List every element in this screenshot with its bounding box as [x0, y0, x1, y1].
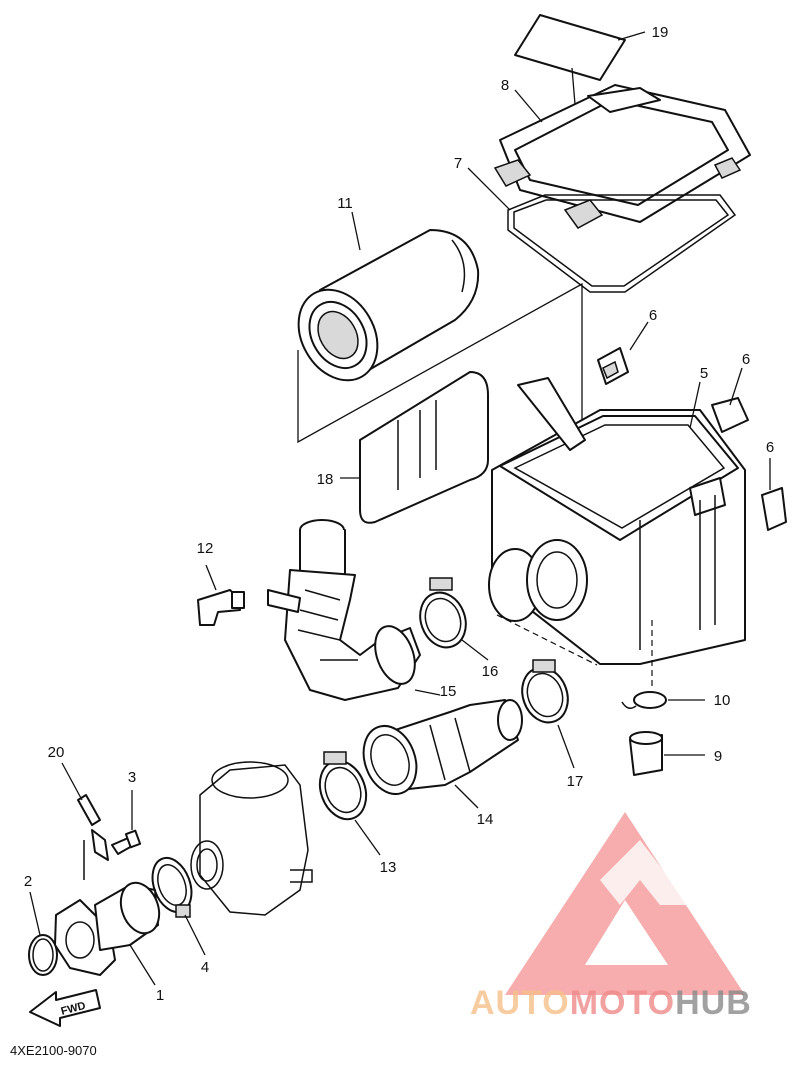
part-16-clamp: [419, 577, 489, 661]
part-14-joint: [362, 699, 523, 809]
callout-16: 16: [482, 663, 499, 680]
callout-7: 7: [454, 155, 462, 172]
watermark-logo: [505, 812, 745, 995]
part-6-clips: [597, 321, 787, 531]
part-17-clamp: [521, 659, 575, 769]
part-12-elbow: [197, 564, 245, 626]
callout-2: 2: [24, 873, 32, 890]
part-20-clip: [61, 762, 109, 880]
watermark-hub: HUB: [675, 984, 752, 1022]
part-18-guide: [340, 371, 489, 524]
callout-6c: 6: [766, 439, 774, 456]
watermark-text: AUTOMOTOHUB: [470, 984, 752, 1022]
part-13-clamp: [318, 751, 381, 856]
part-7-gasket: [467, 167, 737, 293]
fwd-arrow: FWD: [29, 989, 101, 1027]
watermark-auto: AUTO: [470, 984, 570, 1022]
callout-1: 1: [156, 987, 164, 1004]
callout-3: 3: [128, 769, 136, 786]
carburetor-body: [190, 761, 313, 916]
part-10-ring: [621, 691, 705, 709]
callout-13: 13: [380, 859, 397, 876]
watermark-moto: MOTO: [570, 984, 675, 1022]
callout-12: 12: [197, 540, 214, 557]
callout-14: 14: [477, 811, 494, 828]
part-3-screw: [111, 790, 142, 855]
part-8-cover: [493, 84, 751, 229]
callout-6a: 6: [649, 307, 657, 324]
part-15-duct: [267, 519, 441, 701]
part-11-filter: [297, 211, 480, 382]
part-2-oring: [28, 891, 58, 976]
callout-19: 19: [652, 24, 669, 41]
part-1-joint: [54, 881, 161, 986]
callout-17: 17: [567, 773, 584, 790]
callout-4: 4: [201, 959, 209, 976]
callout-10: 10: [714, 692, 731, 709]
callout-9: 9: [714, 748, 722, 765]
part-9-cap: [629, 731, 705, 776]
part-5-case: [488, 377, 746, 690]
callout-6b: 6: [742, 351, 750, 368]
callout-15: 15: [440, 683, 457, 700]
callout-5: 5: [700, 365, 708, 382]
callout-8: 8: [501, 77, 509, 94]
callout-20: 20: [48, 744, 65, 761]
callout-11: 11: [337, 195, 353, 212]
callout-18: 18: [317, 471, 334, 488]
diagram-code: 4XE2100-9070: [10, 1043, 97, 1058]
